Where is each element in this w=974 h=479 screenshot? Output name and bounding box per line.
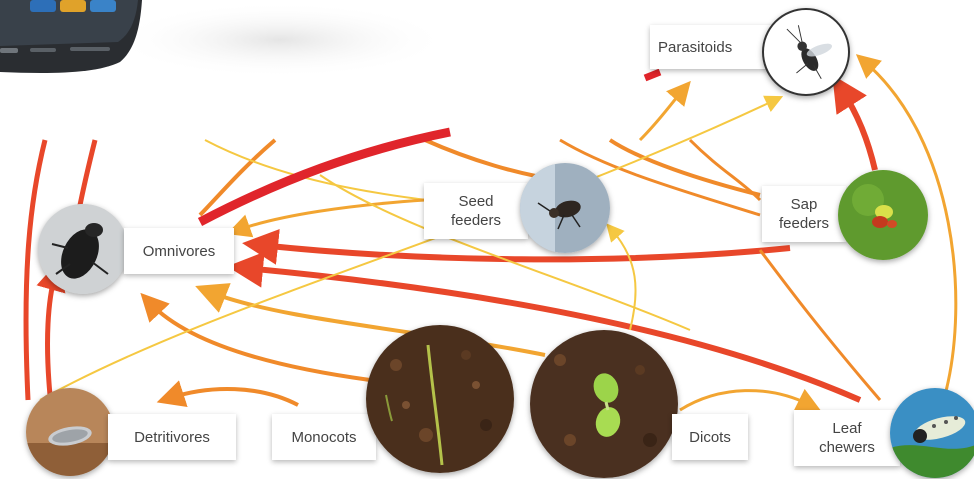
- caterpillar-photo-icon: [890, 388, 974, 478]
- dicots-label: Dicots: [672, 414, 748, 460]
- omnivores-label-text: Omnivores: [143, 242, 216, 261]
- grass-seedling-photo-icon: [366, 325, 514, 473]
- seed-feeders-label-line1: Seed: [451, 192, 501, 211]
- omnivores-label: Omnivores: [124, 228, 234, 274]
- leaf-chewers-label-line1: Leaf: [819, 419, 875, 438]
- dicot-seedling-photo-icon: [530, 330, 678, 478]
- sap-feeders-label-line2: feeders: [779, 214, 829, 233]
- aphid-photo-icon: [838, 170, 928, 260]
- sap-feeders-label-line1: Sap: [779, 195, 829, 214]
- monocots-label: Monocots: [272, 414, 376, 460]
- seed-feeders-label-line2: feeders: [451, 211, 501, 230]
- seed-feeders-label: Seed feeders: [424, 183, 528, 239]
- wasp-photo-icon: [762, 8, 850, 96]
- detritivores-label: Detritivores: [108, 414, 236, 460]
- detritivores-label-text: Detritivores: [134, 428, 210, 447]
- parasitoids-label-text: Parasitoids: [658, 38, 732, 57]
- seed-bug-photo-icon: [520, 163, 610, 253]
- parasitoids-label: Parasitoids: [650, 25, 778, 69]
- woodlouse-photo-icon: [26, 388, 114, 476]
- leaf-chewers-label-line2: chewers: [819, 438, 875, 457]
- beetle-photo-icon: [38, 204, 128, 294]
- monocots-label-text: Monocots: [291, 428, 356, 447]
- leaf-chewers-label: Leaf chewers: [794, 410, 900, 466]
- sap-feeders-label: Sap feeders: [762, 186, 846, 242]
- dicots-label-text: Dicots: [689, 428, 731, 447]
